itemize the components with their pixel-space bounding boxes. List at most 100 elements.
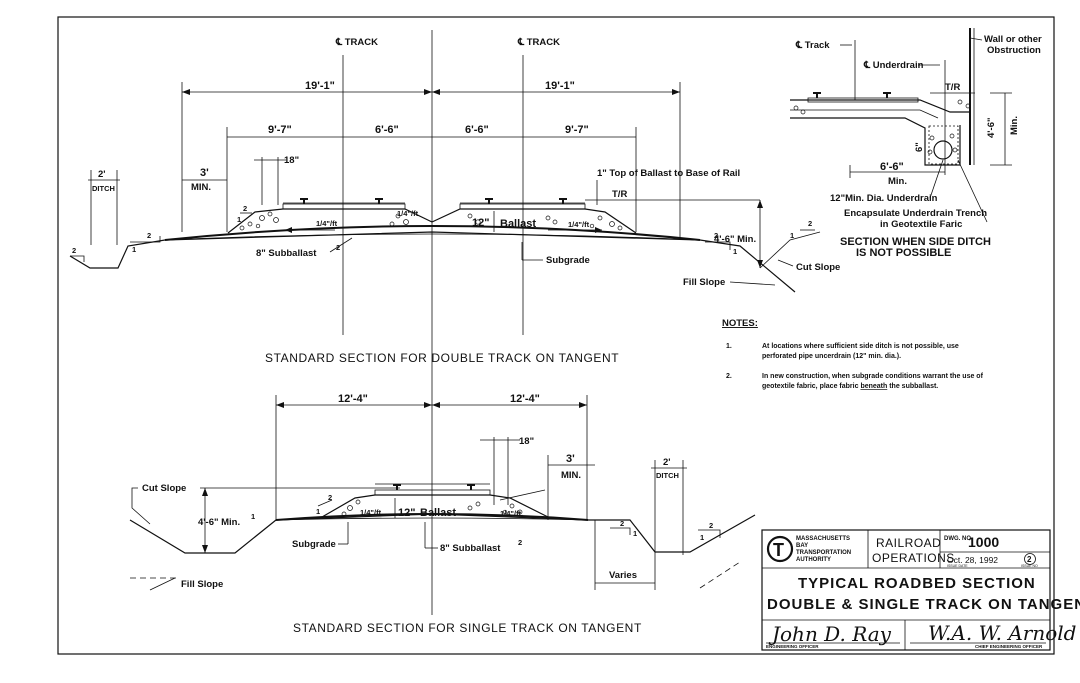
- side-encapsulate-2: in Geotextile Faric: [880, 219, 962, 230]
- slope-1-left: 1: [132, 245, 136, 254]
- subgrade-label: Subgrade: [546, 255, 590, 266]
- agency-line-2: BAY: [796, 543, 808, 549]
- single-section-title: STANDARD SECTION FOR SINGLE TRACK ON TAN…: [293, 621, 642, 635]
- logo-letter: T: [773, 540, 784, 560]
- single-slope-2-ditch: 2: [709, 521, 713, 530]
- side-obstruction: Obstruction: [987, 45, 1041, 56]
- single-ditch: DITCH: [656, 471, 679, 480]
- agency-line-4: AUTHORITY: [796, 557, 831, 563]
- side-title-2: IS NOT POSSIBLE: [856, 247, 951, 259]
- dim-19-1-right: 19'-1": [545, 80, 575, 92]
- cl-track-right: ℄ TRACK: [517, 37, 560, 48]
- note-1-num: 1.: [726, 343, 732, 350]
- single-dim-18: 18": [519, 436, 534, 447]
- single-slope-1-right: 1: [633, 529, 637, 538]
- cl-track-left: ℄ TRACK: [335, 37, 378, 48]
- drawing-title-2: DOUBLE & SINGLE TRACK ON TANGENT: [767, 596, 1080, 613]
- cut-slope: Cut Slope: [796, 262, 840, 273]
- dwg-label: DWG. NO.: [944, 536, 973, 542]
- side-cl-underdrain: ℄ Underdrain: [863, 60, 924, 71]
- dim-6-6-left: 6'-6": [375, 124, 399, 136]
- notes-block: NOTES: 1. At locations where sufficient …: [722, 318, 984, 390]
- slope-2-cut: 2: [808, 219, 812, 228]
- side-ditch-section: ℄ Track ℄ Underdrain Wall or other Obstr…: [790, 28, 1042, 259]
- single-slope-2-right: 2: [620, 519, 624, 528]
- issue-number: 2: [1027, 555, 1032, 564]
- double-section-title: STANDARD SECTION FOR DOUBLE TRACK ON TAN…: [265, 351, 619, 365]
- dim-4-6: 4'-6" Min.: [714, 234, 756, 245]
- dim-19-1-left: 19'-1": [305, 80, 335, 92]
- slope-2-ditch: 2: [72, 246, 76, 255]
- ditch-label: DITCH: [92, 184, 115, 193]
- dim-3: 3': [200, 167, 209, 179]
- dim-6-6-right: 6'-6": [465, 124, 489, 136]
- agency-line-1: MASSACHUSETTS: [796, 536, 850, 542]
- single-slope-1-left: 1: [316, 507, 320, 516]
- note-1-line-2: perforated pipe uncerdrain (12" min. dia…: [762, 353, 901, 360]
- side-title-1: SECTION WHEN SIDE DITCH: [840, 236, 991, 248]
- drawing-title-1: TYPICAL ROADBED SECTION: [798, 575, 1036, 592]
- double-track-section: ℄ TRACK ℄ TRACK 19'-1" 19'-1" 9'-7" 6'-6…: [69, 30, 840, 395]
- agency-line-3: TRANSPORTATION: [796, 550, 851, 556]
- side-encapsulate-1: Encapsulate Underdrain Trench: [844, 208, 987, 219]
- single-varies: Varies: [609, 570, 637, 581]
- mbta-logo: T: [766, 535, 794, 563]
- single-fill-slope: Fill Slope: [181, 579, 223, 590]
- issue-no-label: ISSUE NO: [1021, 564, 1038, 568]
- side-tr: T/R: [945, 82, 960, 93]
- slope-quarter-mid: 1/4"/ft: [397, 209, 419, 218]
- ballast-label: Ballast: [500, 218, 536, 230]
- note-2-b: beneath: [860, 383, 887, 390]
- note-2-c: the subballast.: [887, 383, 938, 390]
- title-block: T MASSACHUSETTS BAY TRANSPORTATION AUTHO…: [761, 529, 1080, 651]
- side-min2: Min.: [888, 176, 907, 187]
- role-right: CHIEF ENGINEERING OFFICER: [975, 644, 1043, 649]
- min-label: MIN.: [191, 182, 211, 193]
- issue-date: Oct. 28, 1992: [947, 555, 998, 565]
- side-wall: Wall or other: [984, 34, 1042, 45]
- role-left: ENGINEERING OFFICER: [766, 644, 819, 649]
- slope-2-ballast: 2: [243, 204, 247, 213]
- slope-1-ballast: 1: [237, 215, 241, 224]
- issue-date-label: ISSUE DATE: [947, 564, 968, 568]
- note-2-line-1: In new construction, when subgrade condi…: [762, 373, 984, 380]
- side-dim-4-6: 4'-6": [986, 118, 997, 139]
- slope-1-cut: 1: [790, 231, 794, 240]
- dept-line-1: RAILROAD: [876, 536, 941, 550]
- dim-ditch-2: 2': [98, 169, 106, 180]
- slope-quarter-left: 1/4"/ft: [316, 219, 338, 228]
- side-underdrain: 12"Min. Dia. Underdrain: [830, 193, 938, 204]
- top-ballast-note: 1" Top of Ballast to Base of Rail: [597, 168, 740, 179]
- single-ballast: Ballast: [420, 507, 456, 519]
- side-dim-6: 6": [914, 142, 925, 152]
- note-2-line-2: geotextile fabric, place fabric beneath …: [762, 383, 938, 390]
- fill-slope: Fill Slope: [683, 277, 725, 288]
- single-dim-12-4-right: 12'-4": [510, 393, 540, 405]
- note-2-a: geotextile fabric, place fabric: [762, 383, 860, 390]
- single-subgrade: Subgrade: [292, 539, 336, 550]
- side-min: Min.: [1009, 116, 1020, 135]
- note-2-num: 2.: [726, 373, 732, 380]
- note-1-line-1: At locations where sufficient side ditch…: [762, 343, 959, 350]
- signature-left: John D. Ray: [768, 622, 892, 646]
- sheet-border: [57, 16, 1055, 655]
- single-slope-1-ditch: 1: [700, 533, 704, 542]
- side-cl-track: ℄ Track: [795, 40, 830, 51]
- single-sup1: 1: [251, 512, 255, 521]
- single-dim-ditch-2: 2': [663, 457, 671, 468]
- ballast-12: 12": [472, 217, 489, 229]
- single-subballast-sup: 2: [518, 538, 522, 547]
- single-cut-slope: Cut Slope: [142, 483, 186, 494]
- single-track-section: 12'-4" 12'-4" 18" 3' MIN. 2' DITCH 12" B…: [129, 393, 756, 635]
- slope-1-right: 1: [733, 247, 737, 256]
- single-slope-right: 1/4"/ft.: [500, 509, 523, 518]
- slope-2-left: 2: [147, 231, 151, 240]
- signature-right: W.A. W. Arnold: [928, 621, 1076, 645]
- slope-2-right: 2: [714, 231, 718, 240]
- notes-heading: NOTES:: [722, 318, 758, 329]
- tr-label: T/R: [612, 189, 627, 200]
- dim-18: 18": [284, 155, 299, 166]
- single-subballast: 8" Subballast: [440, 543, 501, 554]
- dwg-number: 1000: [968, 534, 999, 550]
